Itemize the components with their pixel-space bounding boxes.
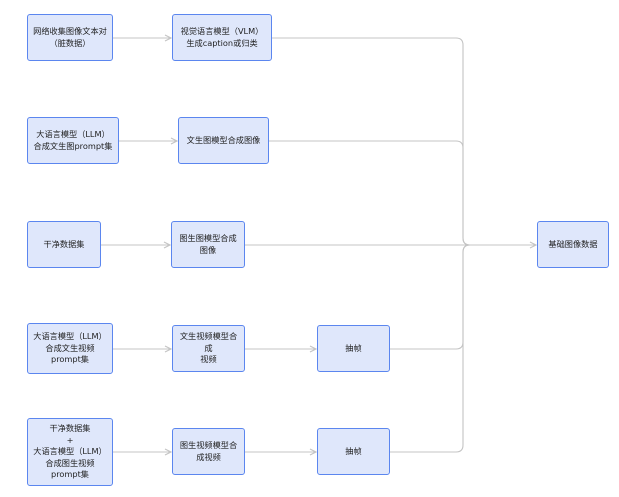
- node-clean-plus-llm-i2v: 干净数据集 + 大语言模型（LLM） 合成图生视频 prompt集: [27, 418, 113, 486]
- node-base-image-data: 基础图像数据: [537, 221, 609, 268]
- node-frame-extract-2-label: 抽帧: [345, 445, 362, 456]
- node-llm-t2v-prompt-label: 大语言模型（LLM） 合成文生视频 prompt集: [33, 331, 107, 365]
- node-i2v-model: 图生视频模型合 成视频: [172, 428, 245, 475]
- node-t2i-model: 文生图模型合成图像: [178, 117, 269, 164]
- edge-t2i-to-base: [269, 140, 471, 246]
- node-frame-extract-1-label: 抽帧: [345, 342, 362, 353]
- node-vlm-caption-label: 视觉语言模型（VLM） 生成caption或归类: [180, 26, 264, 48]
- edge-frame2-to-base: [390, 244, 471, 453]
- node-t2v-model: 文生视频模型合成 视频: [172, 325, 245, 372]
- node-frame-extract-1: 抽帧: [317, 325, 390, 372]
- node-i2i-model: 图生图模型合成 图像: [171, 221, 245, 268]
- node-llm-t2i-prompt-label: 大语言模型（LLM） 合成文生图prompt集: [33, 129, 113, 151]
- node-t2v-model-label: 文生视频模型合成 视频: [179, 331, 238, 365]
- node-llm-t2v-prompt: 大语言模型（LLM） 合成文生视频 prompt集: [27, 323, 113, 374]
- node-clean-plus-llm-i2v-label: 干净数据集 + 大语言模型（LLM） 合成图生视频 prompt集: [33, 423, 107, 480]
- node-llm-t2i-prompt: 大语言模型（LLM） 合成文生图prompt集: [27, 117, 119, 164]
- node-clean-dataset-label: 干净数据集: [43, 238, 85, 249]
- node-i2v-model-label: 图生视频模型合 成视频: [179, 440, 238, 462]
- node-clean-dataset: 干净数据集: [27, 221, 101, 268]
- node-base-image-data-label: 基础图像数据: [548, 238, 598, 249]
- edge-frame1-to-base: [390, 244, 471, 350]
- node-i2i-model-label: 图生图模型合成 图像: [179, 233, 237, 255]
- node-web-collect-label: 网络收集图像文本对 （脏数据）: [33, 26, 107, 48]
- node-vlm-caption: 视觉语言模型（VLM） 生成caption或归类: [172, 14, 272, 61]
- node-t2i-model-label: 文生图模型合成图像: [186, 134, 261, 145]
- node-web-collect: 网络收集图像文本对 （脏数据）: [27, 14, 113, 61]
- node-frame-extract-2: 抽帧: [317, 428, 390, 475]
